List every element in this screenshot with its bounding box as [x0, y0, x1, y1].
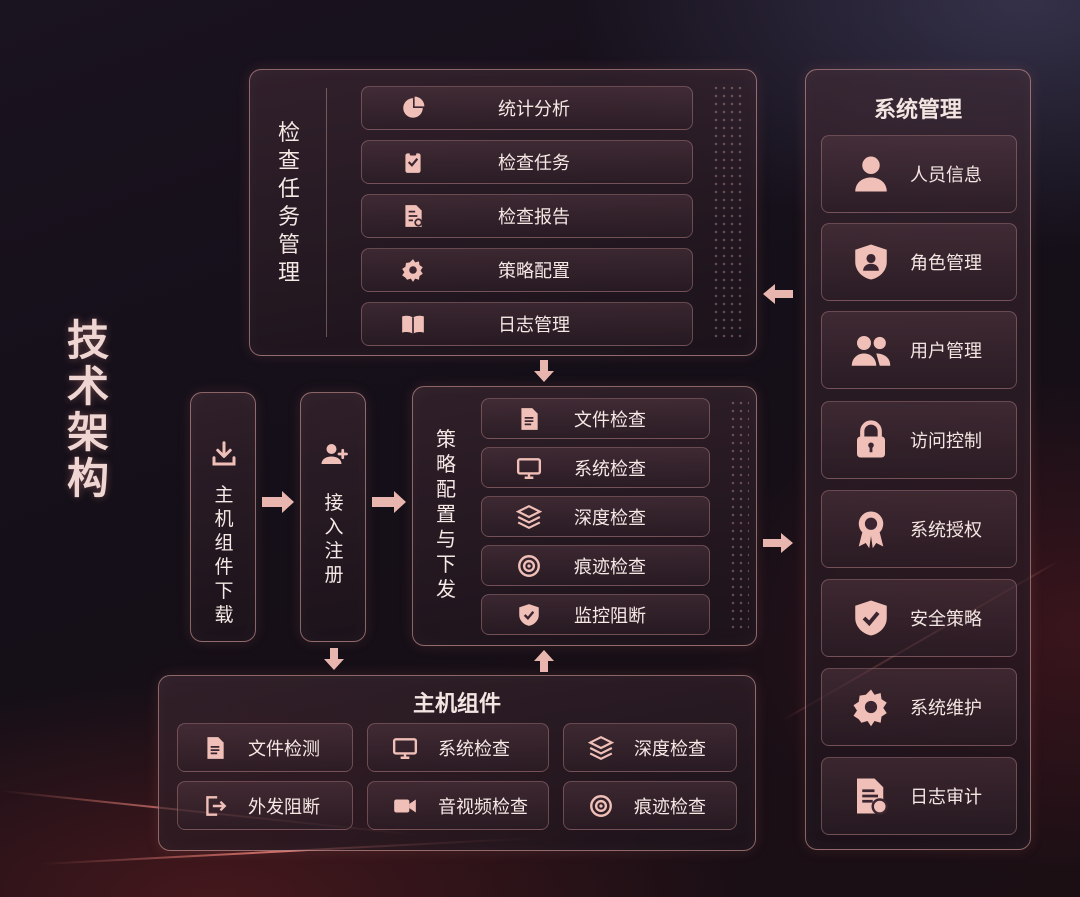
inspection-item-label: 检查任务	[498, 153, 570, 174]
target-icon	[586, 791, 616, 821]
shield-user-icon	[846, 239, 896, 285]
host-item-label: 深度检查	[634, 738, 706, 760]
arrow-right-icon	[260, 489, 296, 515]
system-item-label: 系统维护	[910, 698, 982, 719]
gear-icon	[398, 255, 428, 285]
file-icon	[514, 404, 544, 434]
arrow-up-icon	[532, 648, 556, 674]
system-item[interactable]: 访问控制	[821, 401, 1017, 479]
inspection-item-label: 检查报告	[498, 207, 570, 228]
system-item[interactable]: 日志审计	[821, 757, 1017, 835]
host-item-label: 痕迹检查	[634, 796, 706, 818]
exit-icon	[200, 791, 230, 821]
shield-check-icon	[846, 595, 896, 641]
gear-icon	[846, 684, 896, 730]
person-icon	[846, 151, 896, 197]
host-item[interactable]: 系统检查	[367, 723, 549, 772]
book-icon	[398, 309, 428, 339]
system-item-label: 角色管理	[910, 253, 982, 274]
system-item[interactable]: 角色管理	[821, 223, 1017, 301]
policy-item[interactable]: 痕迹检查	[481, 545, 710, 586]
monitor-icon	[390, 733, 420, 763]
download-icon	[209, 439, 239, 469]
policy-label: 策略配置与下发	[436, 427, 456, 601]
host-item-label: 文件检测	[248, 738, 320, 760]
system-item-label: 安全策略	[910, 609, 982, 630]
policy-item[interactable]: 深度检查	[481, 496, 710, 537]
panel-divider	[326, 88, 327, 337]
system-item[interactable]: 安全策略	[821, 579, 1017, 657]
policy-item[interactable]: 监控阻断	[481, 594, 710, 635]
host-item-label: 音视频检查	[438, 796, 528, 818]
system-item[interactable]: 人员信息	[821, 135, 1017, 213]
users-icon	[846, 327, 896, 373]
audit-log-icon	[846, 773, 896, 819]
shield-check-icon	[514, 600, 544, 630]
system-item[interactable]: 系统授权	[821, 490, 1017, 568]
layers-icon	[586, 733, 616, 763]
policy-item-label: 文件检查	[574, 409, 646, 431]
policy-item-label: 深度检查	[574, 507, 646, 529]
download-panel[interactable]: 主机组件下载	[190, 392, 256, 642]
inspection-item[interactable]: 检查任务	[361, 140, 693, 184]
host-item[interactable]: 外发阻断	[177, 781, 353, 830]
pie-chart-icon	[398, 93, 428, 123]
system-title: 系统管理	[873, 98, 962, 123]
arrow-right-icon	[370, 489, 408, 515]
monitor-icon	[514, 453, 544, 483]
system-item-label: 日志审计	[910, 787, 982, 808]
system-item-label: 访问控制	[910, 431, 982, 452]
host-title: 主机组件	[412, 692, 501, 717]
system-item[interactable]: 系统维护	[821, 668, 1017, 746]
user-add-icon	[319, 439, 349, 469]
file-icon	[200, 733, 230, 763]
host-item-label: 外发阻断	[248, 796, 320, 818]
arrow-down-icon	[322, 646, 346, 672]
policy-item-label: 痕迹检查	[574, 556, 646, 578]
video-camera-icon	[390, 791, 420, 821]
arrow-right-icon	[761, 531, 795, 555]
target-icon	[514, 551, 544, 581]
award-icon	[846, 506, 896, 552]
host-item[interactable]: 深度检查	[563, 723, 737, 772]
inspection-item[interactable]: 日志管理	[361, 302, 693, 346]
report-search-icon	[398, 201, 428, 231]
decorative-dots	[729, 399, 749, 629]
arrow-down-icon	[532, 358, 556, 384]
inspection-item-label: 日志管理	[498, 315, 570, 336]
inspection-label: 检查任务管理	[277, 121, 300, 286]
inspection-item-label: 策略配置	[498, 261, 570, 282]
page-title: 技术架构	[66, 316, 109, 503]
inspection-item[interactable]: 统计分析	[361, 86, 693, 130]
arrow-left-icon	[761, 282, 795, 306]
host-item[interactable]: 痕迹检查	[563, 781, 737, 830]
host-item[interactable]: 文件检测	[177, 723, 353, 772]
policy-item-label: 监控阻断	[574, 605, 646, 627]
host-item[interactable]: 音视频检查	[367, 781, 549, 830]
layers-icon	[514, 502, 544, 532]
policy-item[interactable]: 文件检查	[481, 398, 710, 439]
register-label: 接入注册	[324, 492, 344, 586]
decorative-dots	[712, 84, 742, 340]
system-item-label: 用户管理	[910, 341, 982, 362]
policy-item-label: 系统检查	[574, 458, 646, 480]
policy-item[interactable]: 系统检查	[481, 447, 710, 488]
system-item[interactable]: 用户管理	[821, 311, 1017, 389]
lock-icon	[846, 417, 896, 463]
host-item-label: 系统检查	[438, 738, 510, 760]
system-item-label: 系统授权	[910, 520, 982, 541]
inspection-item[interactable]: 检查报告	[361, 194, 693, 238]
download-label: 主机组件下载	[214, 484, 234, 626]
clipboard-check-icon	[398, 147, 428, 177]
system-item-label: 人员信息	[910, 165, 982, 186]
inspection-item-label: 统计分析	[498, 99, 570, 120]
inspection-item[interactable]: 策略配置	[361, 248, 693, 292]
register-panel[interactable]: 接入注册	[300, 392, 366, 642]
